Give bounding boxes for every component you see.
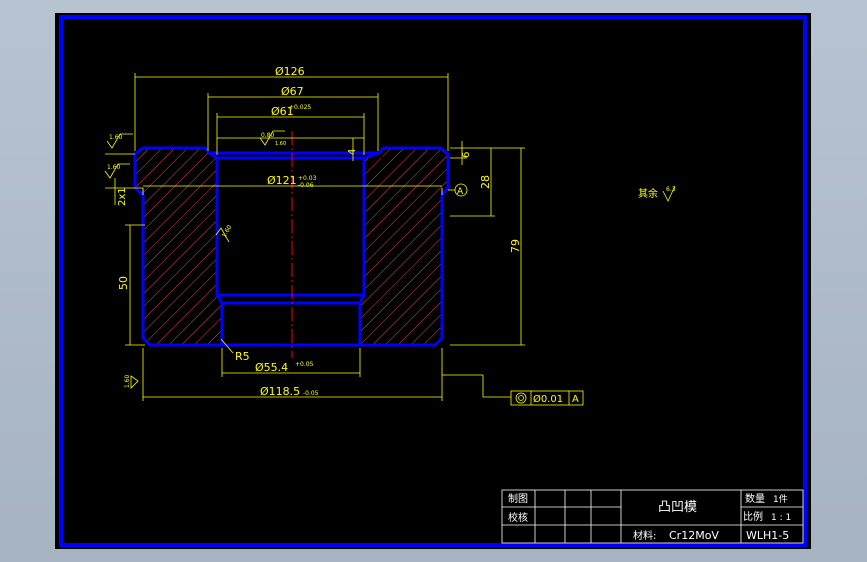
tb-qty-value: 1件: [773, 493, 788, 505]
dimension-lines: [105, 73, 525, 401]
dim-d61-tol: +0.025: [289, 104, 311, 111]
roughness-bore-small: 1.60: [275, 141, 286, 147]
dim-d55-tol: +0.05: [295, 361, 314, 368]
roughness-inner: 1.60: [221, 224, 234, 239]
dim-h50: 50: [117, 276, 130, 290]
dim-d61: Ø61: [271, 105, 294, 118]
tb-part-name: 凸凹模: [658, 500, 697, 515]
tb-material-value: Cr12MoV: [669, 529, 719, 542]
dim-h79: 79: [509, 239, 522, 253]
part-outline: [133, 146, 450, 347]
datum-label: A: [457, 187, 464, 197]
dim-d55: Ø55.4: [255, 361, 288, 374]
roughness-bottom: 1.60: [124, 374, 131, 388]
dim-d67: Ø67: [281, 85, 304, 98]
dim-h28: 28: [479, 175, 492, 189]
dim-d118: Ø118.5: [260, 385, 300, 398]
dim-d118-tol: -0.05: [303, 390, 319, 397]
tb-drawn-label: 制图: [508, 492, 528, 505]
dim-d121-tol-upper: +0.03: [298, 175, 317, 182]
dim-d121-tol-lower: -0.06: [298, 182, 314, 189]
roughness-rest-label: 其余: [638, 187, 658, 200]
roughness-bore: 0.80: [261, 132, 275, 139]
roughness-symbols: [104, 130, 676, 389]
datum-circle: [454, 183, 468, 197]
roughness-top-left: 1.60: [109, 134, 123, 141]
tb-material-label: 材料:: [633, 529, 656, 542]
tb-check-label: 校核: [508, 511, 528, 524]
tolerance-frame: [510, 390, 584, 406]
tb-scale-value: 1 : 1: [771, 513, 791, 523]
dim-d126: Ø126: [275, 65, 305, 78]
tolerance-datum: A: [572, 394, 579, 405]
dim-d121: Ø121: [267, 174, 297, 187]
tb-qty-label: 数量: [745, 492, 765, 505]
inner-lines: [142, 188, 443, 195]
left-section-hatch: [135, 148, 222, 345]
tolerance-value: Ø0.01: [533, 393, 563, 405]
right-section-hatch: [360, 148, 448, 345]
title-block: [501, 489, 804, 544]
roughness-left: 1.60: [107, 164, 121, 171]
dim-depth4: 4: [347, 149, 358, 155]
dim-h6: 6: [461, 152, 472, 158]
roughness-rest-value: 6.3: [666, 186, 676, 193]
tb-scale-label: 比例: [743, 510, 763, 523]
cad-viewport[interactable]: Ø126 Ø67 Ø61 +0.025 Ø121 +0.03 -0.06 Ø55…: [55, 13, 811, 549]
tb-drawing-no: WLH1-5: [746, 529, 789, 542]
drawing-frame: [59, 15, 807, 547]
dim-chamfer: 2x1: [117, 187, 128, 206]
cad-drawing: Ø126 Ø67 Ø61 +0.025 Ø121 +0.03 -0.06 Ø55…: [59, 15, 807, 547]
dim-radius: R5: [235, 350, 250, 363]
